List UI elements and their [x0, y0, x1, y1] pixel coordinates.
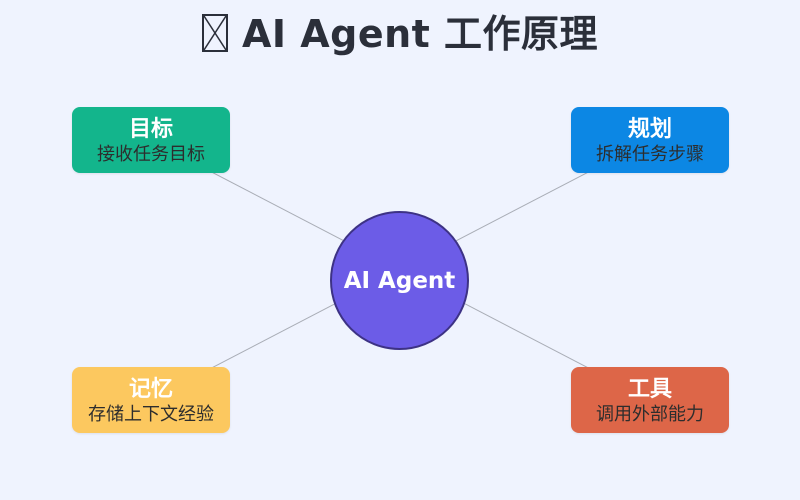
missing-glyph-box-icon	[201, 14, 228, 52]
node-plan-name: 规划	[627, 117, 672, 142]
node-goal-desc: 接收任务目标	[97, 144, 205, 165]
node-tools-desc: 调用外部能力	[596, 404, 704, 425]
node-memory-desc: 存储上下文经验	[88, 404, 214, 425]
node-goal: 目标 接收任务目标	[72, 107, 230, 173]
node-plan-desc: 拆解任务步骤	[596, 144, 704, 165]
center-node-label: AI Agent	[343, 267, 456, 294]
node-memory: 记忆 存储上下文经验	[72, 367, 230, 433]
page-title-text: AI Agent 工作原理	[241, 12, 599, 56]
node-goal-name: 目标	[128, 117, 173, 142]
page-title: AI Agent 工作原理	[0, 8, 800, 60]
center-node-ai-agent: AI Agent	[330, 211, 469, 350]
node-tools: 工具 调用外部能力	[571, 367, 729, 433]
node-tools-name: 工具	[627, 377, 672, 402]
node-memory-name: 记忆	[128, 377, 173, 402]
node-plan: 规划 拆解任务步骤	[571, 107, 729, 173]
